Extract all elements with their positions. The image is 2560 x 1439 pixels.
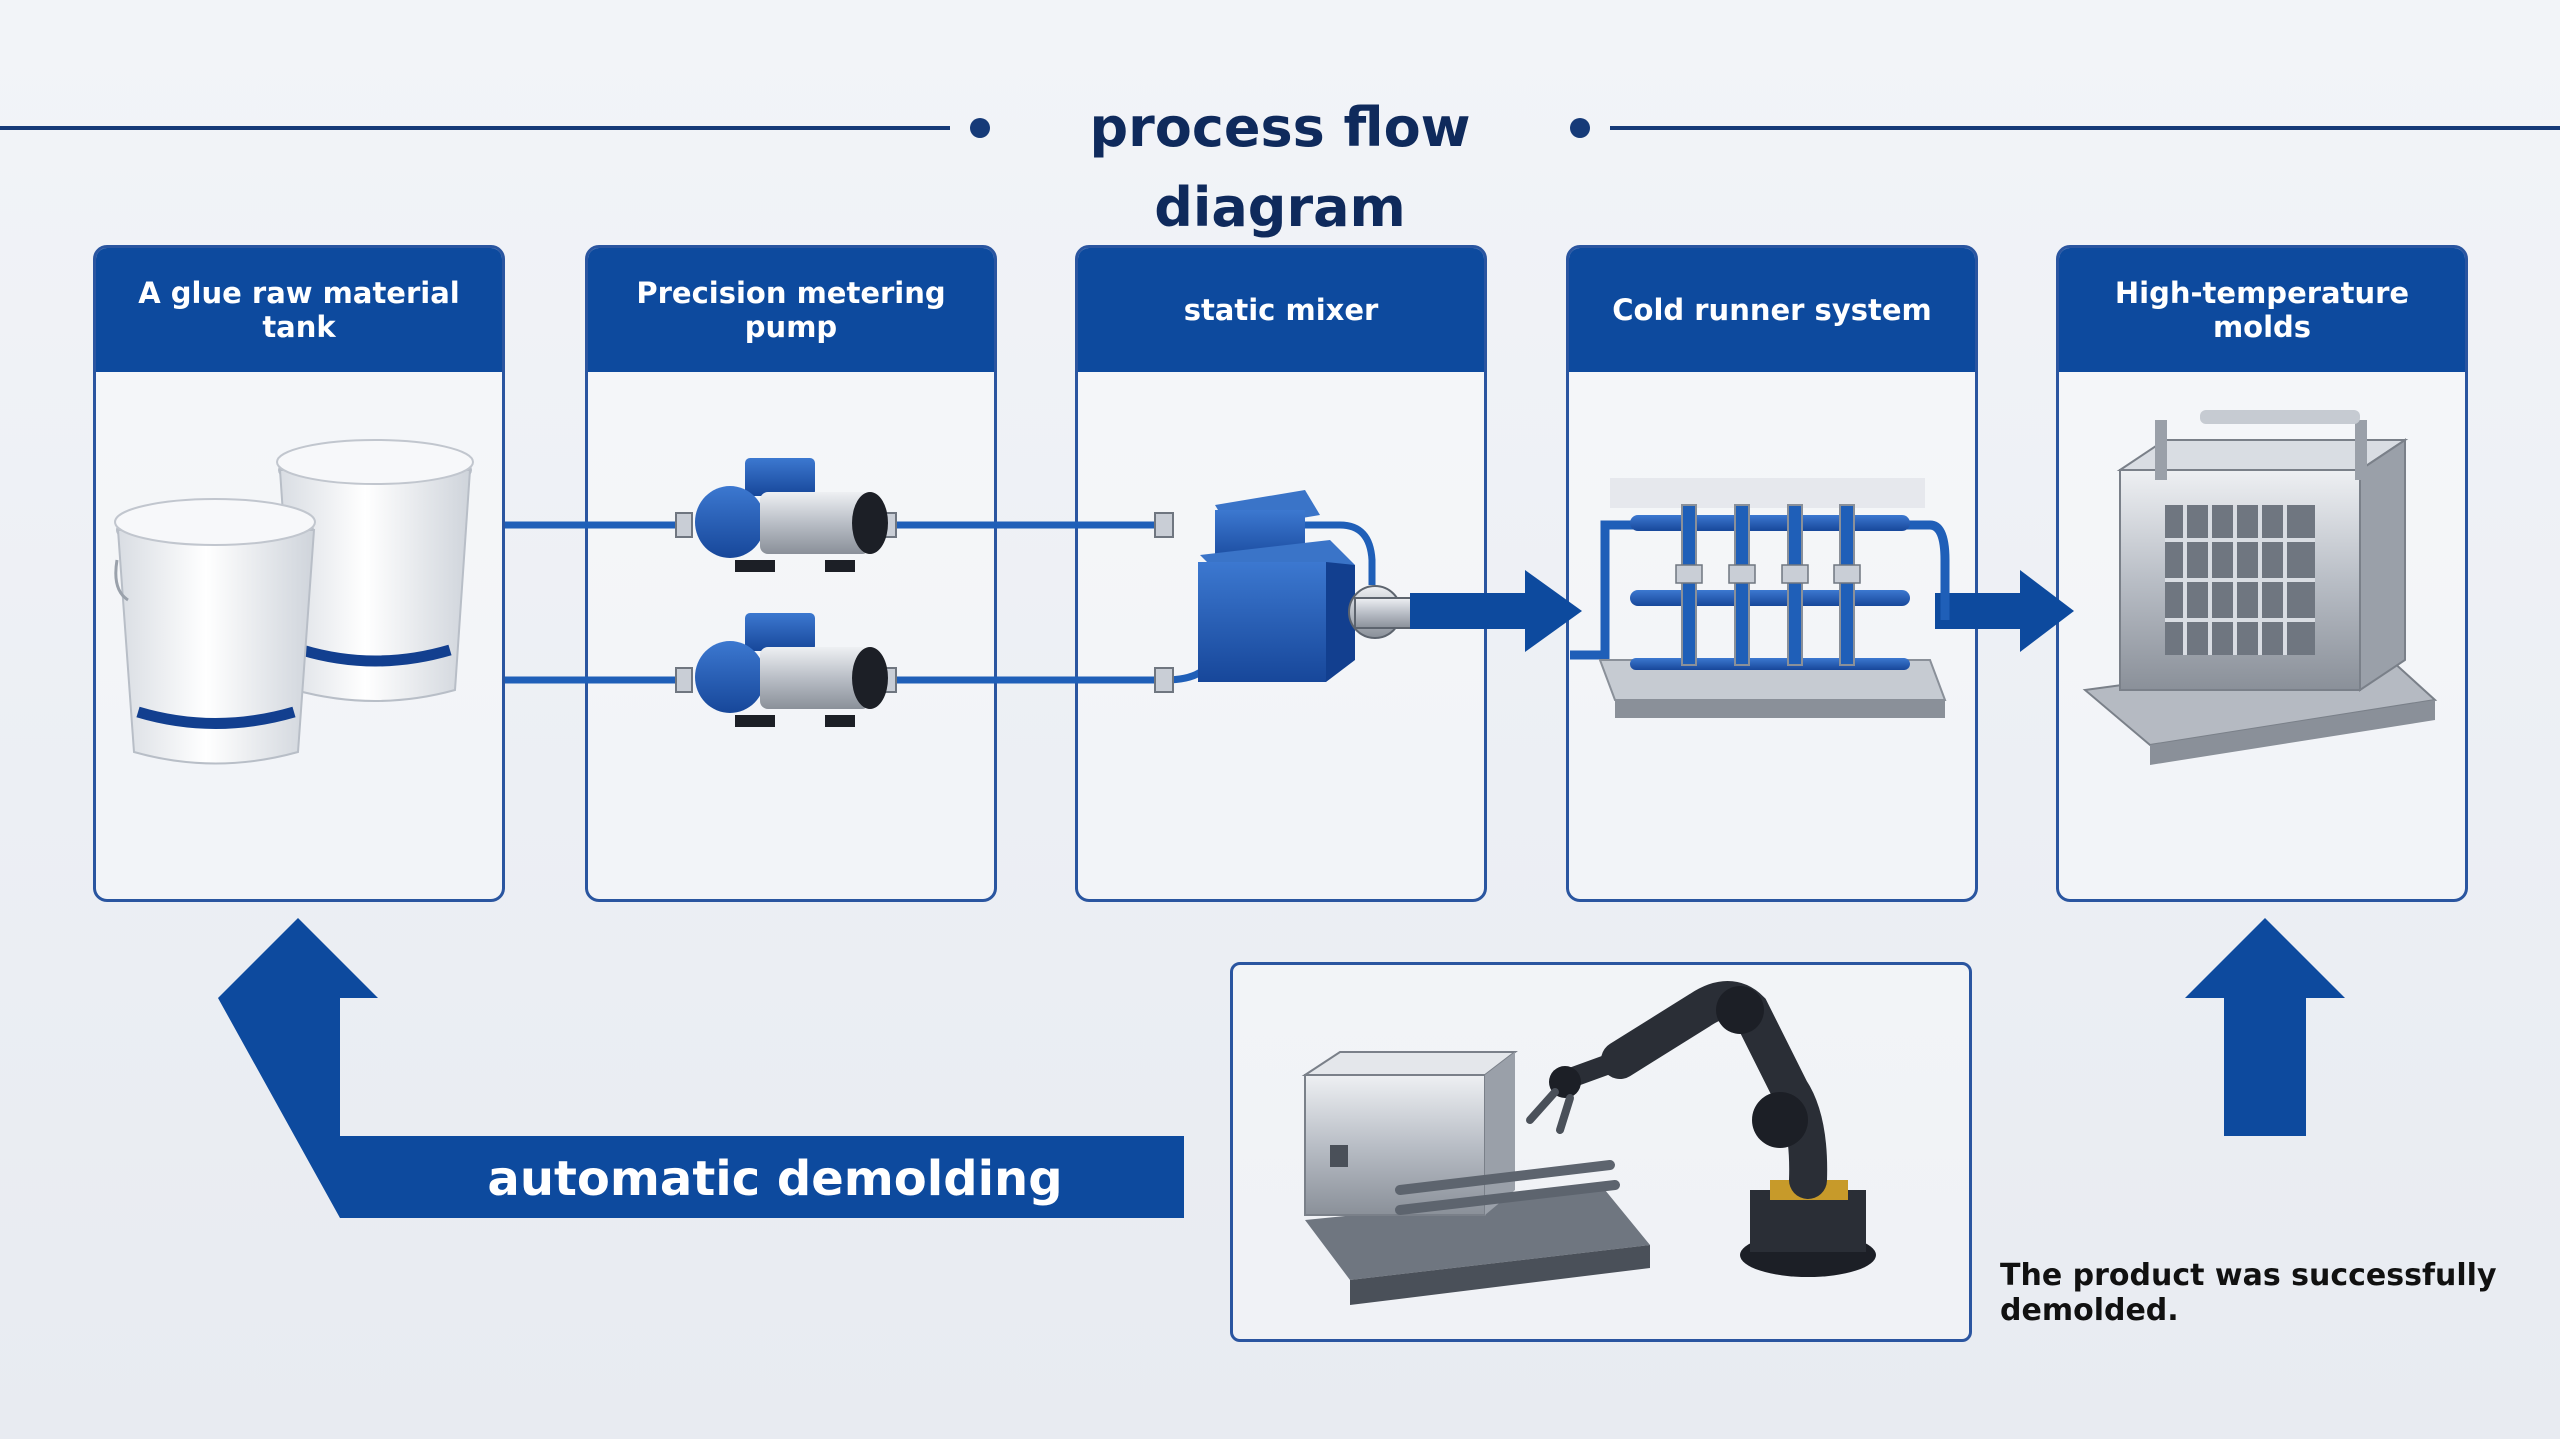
page-title: process flow diagram (1089, 96, 1471, 239)
title-dot-right (1570, 118, 1590, 138)
mold-press-icon (2082, 410, 2438, 765)
stage-header-metering-pump: Precision metering pump (588, 248, 994, 372)
static-mixer-icon (1198, 490, 1418, 682)
pipe-fittings (675, 512, 1174, 693)
title-rule-left (0, 126, 950, 130)
flow-arrow-mixer-to-runner (1410, 570, 1582, 652)
cold-runner-manifold-icon (1570, 478, 1950, 718)
title-dot-left (970, 118, 990, 138)
stage-header-glue-tank: A glue raw material tank (96, 248, 502, 372)
stage-header-static-mixer: static mixer (1078, 248, 1484, 372)
stage-header-molds: High-temperature molds (2059, 248, 2465, 372)
stage-metering-pump: Precision metering pump (585, 245, 997, 902)
flow-arrow-runner-to-molds (1935, 570, 2074, 652)
return-arrow-from-demolding (2014, 918, 2345, 1136)
robot-arm-demolding-icon (1301, 981, 1876, 1305)
glue-buckets-icon (114, 439, 474, 765)
stage-header-cold-runner: Cold runner system (1569, 248, 1975, 372)
metering-pump-icon (695, 458, 888, 727)
title-row: process flow diagram (0, 88, 2560, 239)
success-caption: The product was successfully demolded. (2000, 1258, 2497, 1328)
return-arrow-to-start (218, 918, 1184, 1218)
title-rule-right (1610, 126, 2560, 130)
return-loop-label: automatic demolding (487, 1151, 1062, 1207)
stage-cold-runner: Cold runner system (1566, 245, 1978, 902)
